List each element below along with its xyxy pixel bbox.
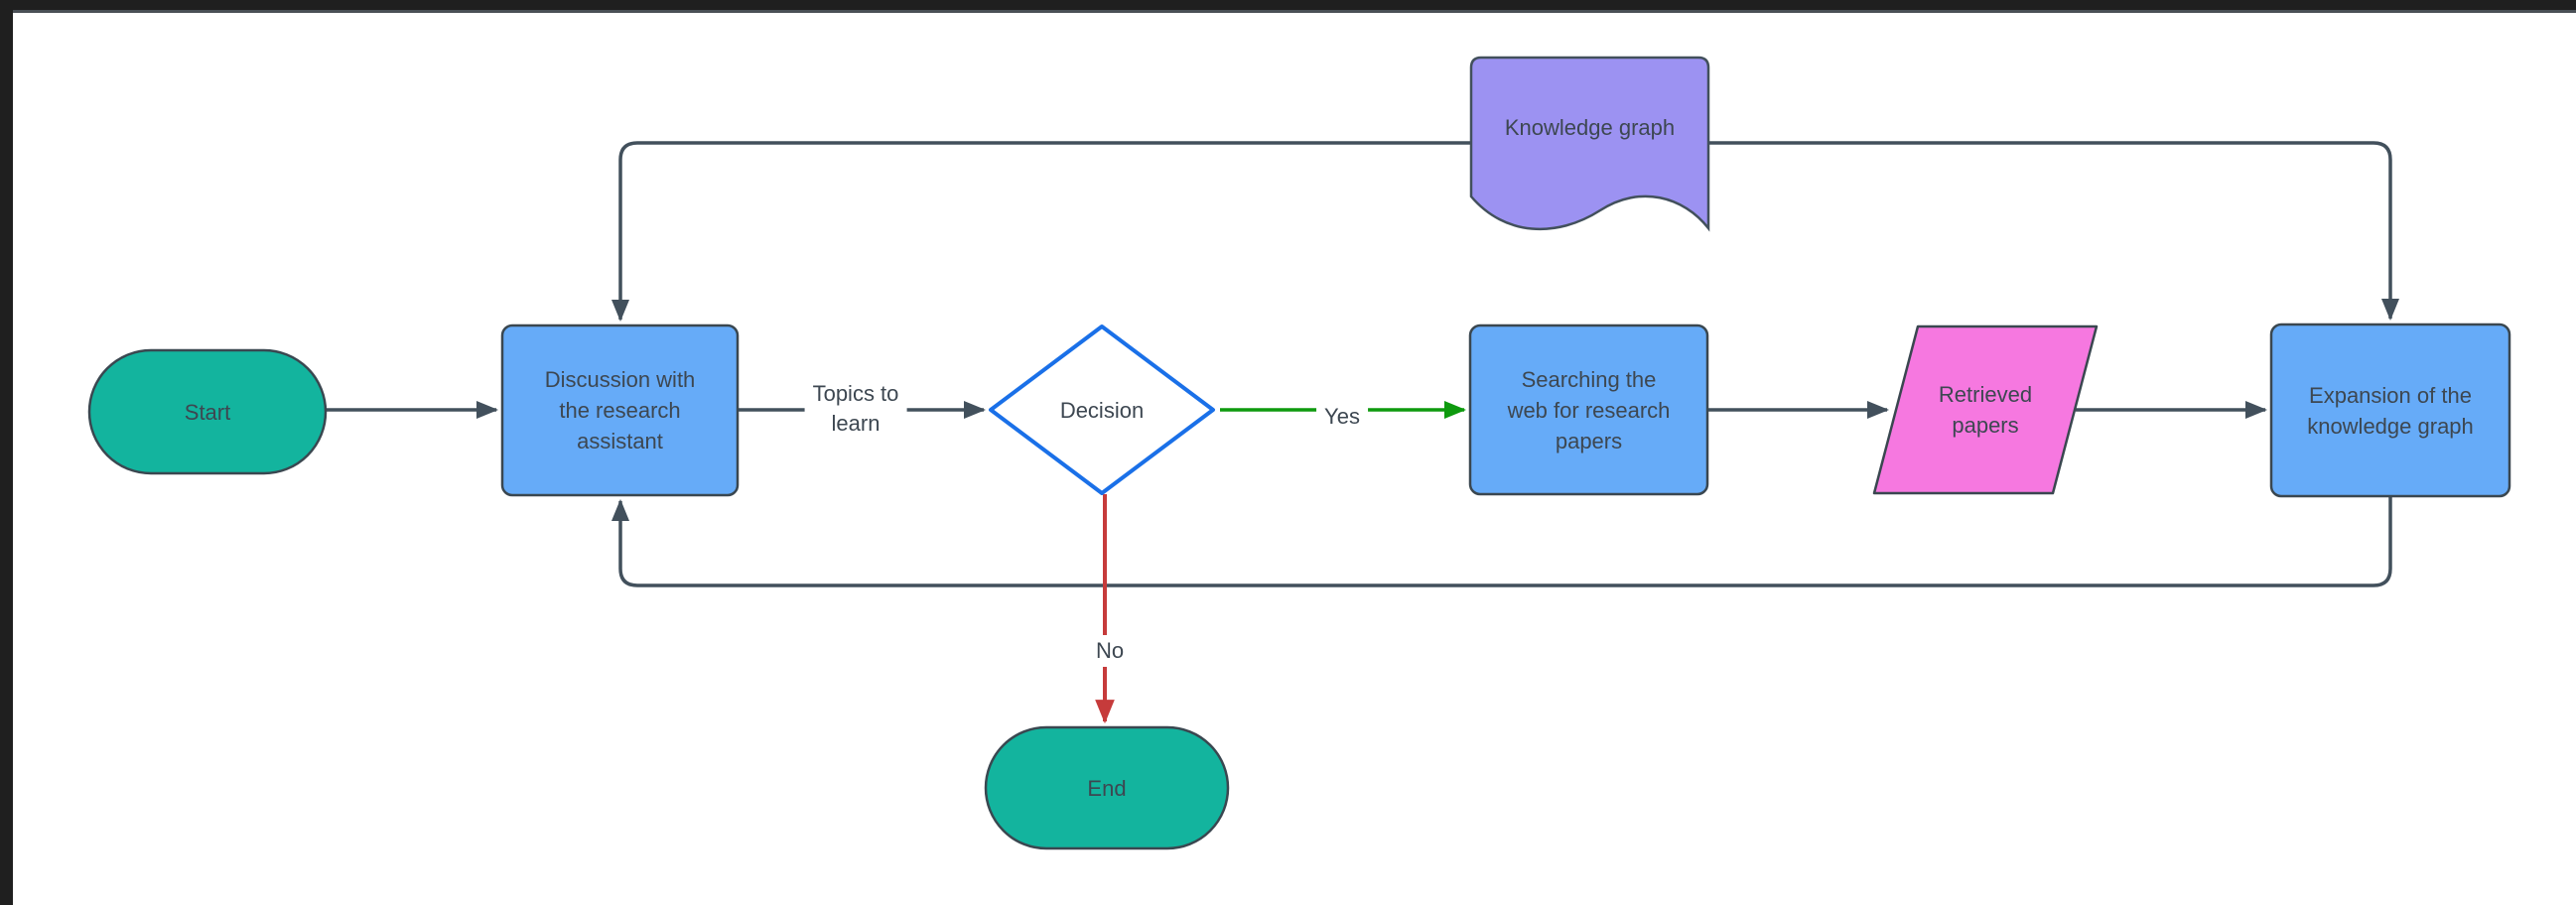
node-decision[interactable] — [989, 324, 1215, 495]
edge-label-no[interactable]: No — [1087, 635, 1133, 667]
edge-knowledge-to-discussion[interactable] — [611, 141, 1588, 322]
node-retrieved-papers[interactable] — [1872, 324, 2099, 495]
node-discussion[interactable] — [500, 323, 740, 497]
edge-knowledge-to-expansion[interactable] — [1588, 141, 2399, 321]
node-start[interactable] — [87, 348, 328, 475]
edge-label-topics-to-learn[interactable]: Topics to learn — [804, 378, 907, 440]
node-expansion[interactable] — [2269, 323, 2511, 498]
edge-expansion-to-discussion-loop[interactable] — [611, 496, 2392, 587]
chrome-edge-line — [13, 10, 2576, 13]
node-searching[interactable] — [1468, 323, 1709, 496]
node-knowledge-graph-document[interactable] — [1469, 56, 1710, 232]
canvas[interactable] — [13, 13, 2576, 905]
edge-label-yes[interactable]: Yes — [1316, 401, 1368, 433]
node-end[interactable] — [984, 725, 1230, 850]
